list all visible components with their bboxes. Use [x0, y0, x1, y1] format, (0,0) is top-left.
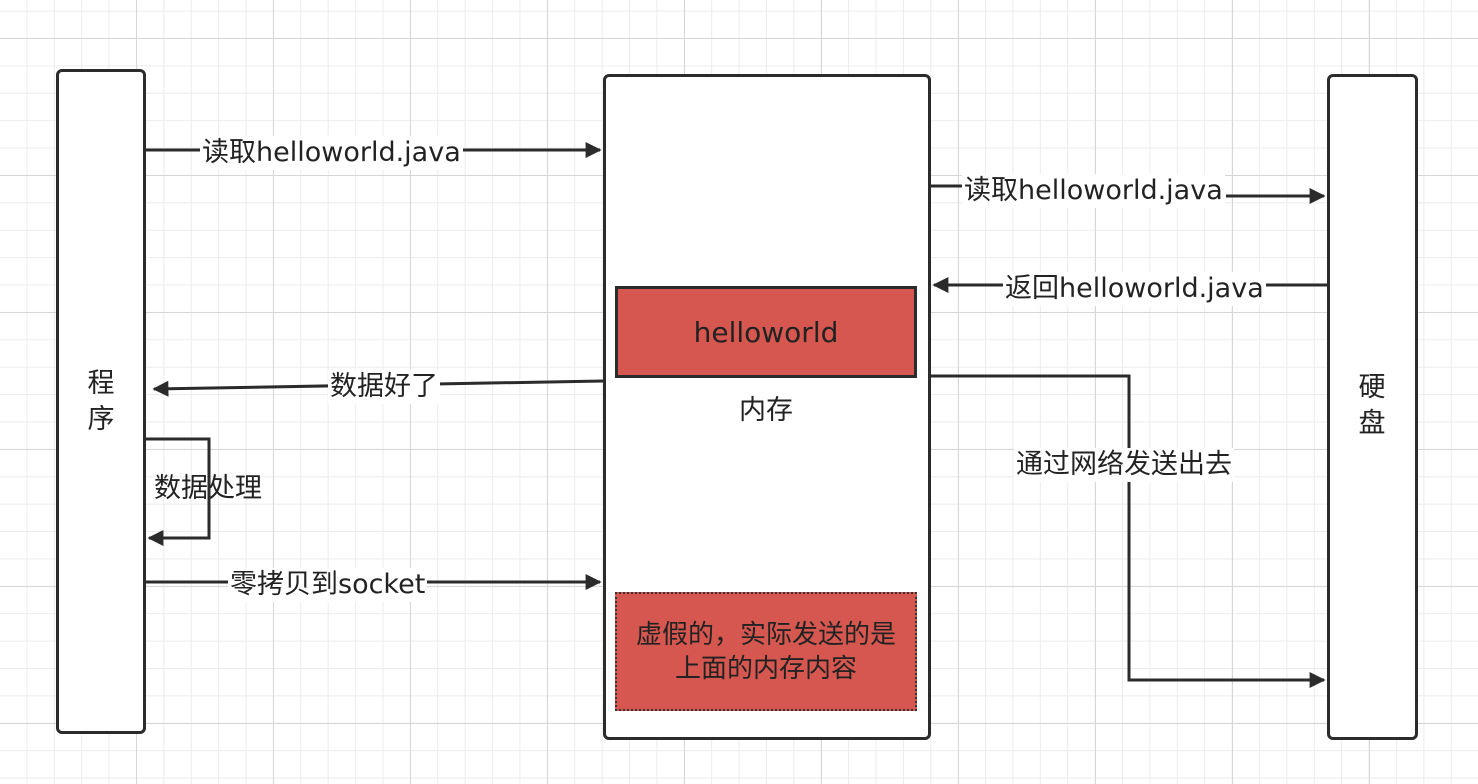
edge-program-self-process — [146, 437, 211, 546]
program-label: 程序 — [87, 368, 115, 435]
edge-memory-to-disk-network — [931, 374, 1326, 688]
edge-label-zero-copy: 零拷贝到socket — [228, 568, 428, 602]
edge-label-program-read: 读取helloworld.java — [200, 136, 463, 170]
program-box — [56, 69, 146, 734]
virtual-socket-block: 虚假的，实际发送的是上面的内存内容 — [615, 592, 917, 711]
edge-label-disk-return: 返回helloworld.java — [1003, 272, 1266, 306]
memory-block-helloworld: helloworld — [615, 286, 917, 378]
edge-label-network-send: 通过网络发送出去 — [1014, 448, 1234, 482]
edge-memory-to-disk-read — [931, 186, 1324, 196]
edge-label-data-process: 数据处理 — [154, 473, 262, 504]
disk-label: 硬盘 — [1358, 372, 1386, 439]
edge-label-data-ready: 数据好了 — [328, 370, 440, 404]
memory-label: 内存 — [739, 395, 793, 426]
edge-label-memory-read: 读取helloworld.java — [962, 174, 1225, 208]
